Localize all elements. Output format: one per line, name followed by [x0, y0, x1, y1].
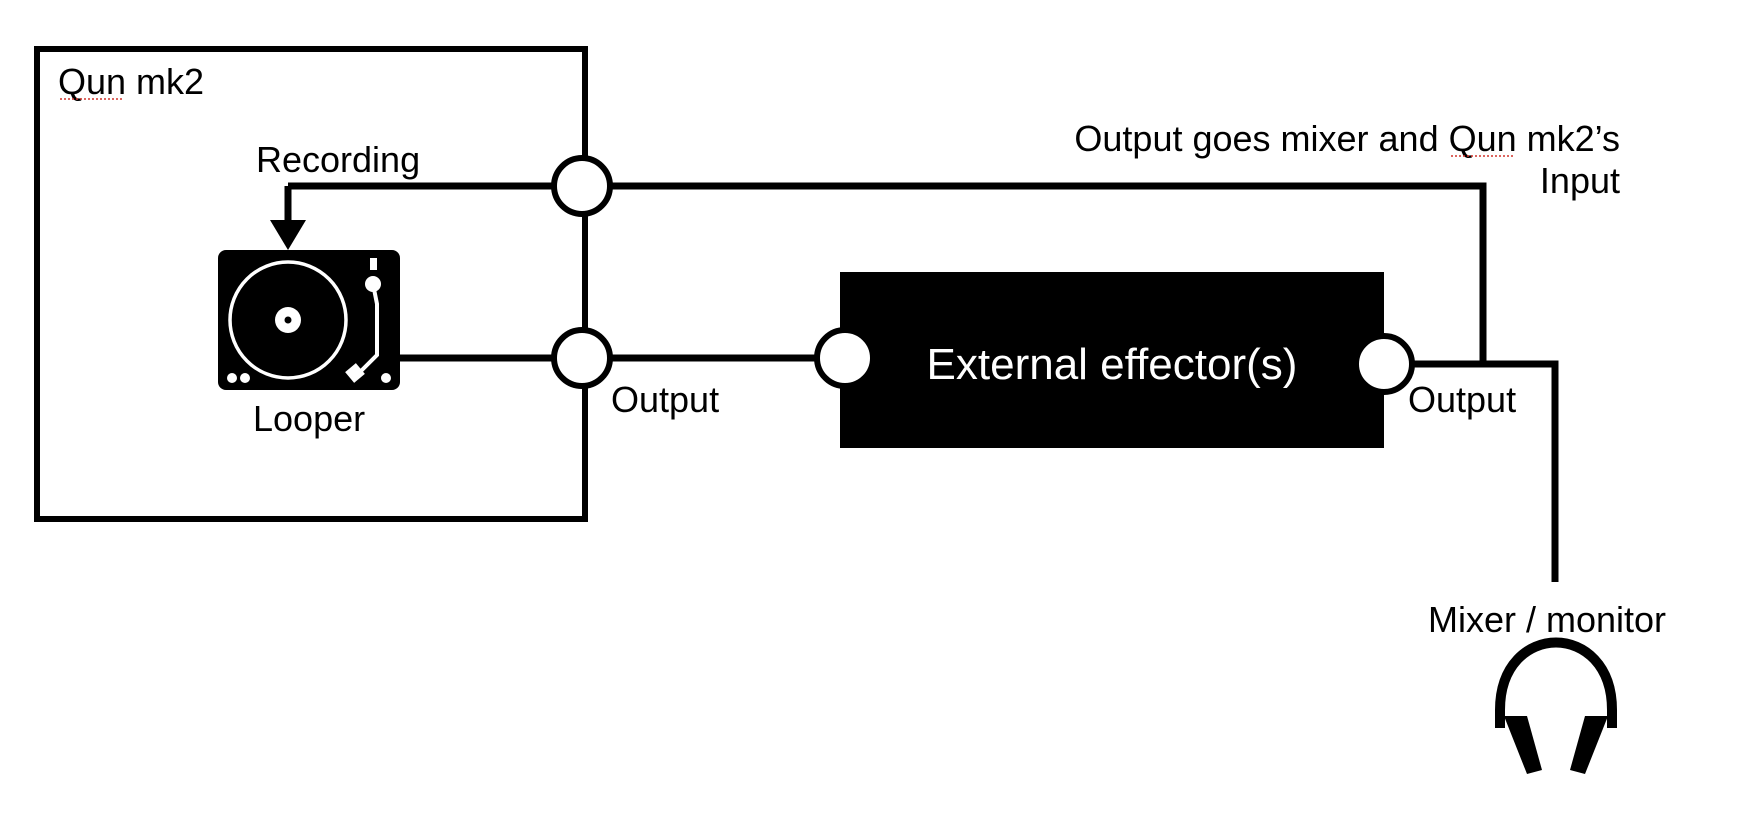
- feedback-note-line2: Input: [1540, 160, 1620, 201]
- feedback-note-line1: Output goes mixer and Qun mk2’s: [1074, 118, 1620, 159]
- headphones-icon: [1495, 637, 1617, 774]
- external-effector-box: [840, 272, 1384, 448]
- effector-output-port: [1353, 333, 1415, 395]
- looper-label: Looper: [253, 398, 365, 439]
- qun-mk2-title: Qun mk2: [58, 61, 204, 102]
- qun-input-port: [551, 155, 613, 217]
- effector-input-port: [814, 327, 876, 389]
- turntable-icon: [218, 250, 400, 390]
- external-effector-label: External effector(s): [927, 340, 1298, 389]
- effector-to-mixer-line: [1412, 360, 1559, 582]
- qun-output-port: [551, 327, 613, 389]
- recording-arrow-head: [270, 220, 306, 250]
- mixer-monitor-label: Mixer / monitor: [1428, 599, 1666, 640]
- effector-output-label: Output: [1408, 379, 1516, 420]
- recording-label: Recording: [256, 139, 420, 180]
- qun-mk2-box: [34, 46, 588, 522]
- feedback-to-qun-line: [610, 182, 1487, 364]
- qun-output-label: Output: [611, 379, 719, 420]
